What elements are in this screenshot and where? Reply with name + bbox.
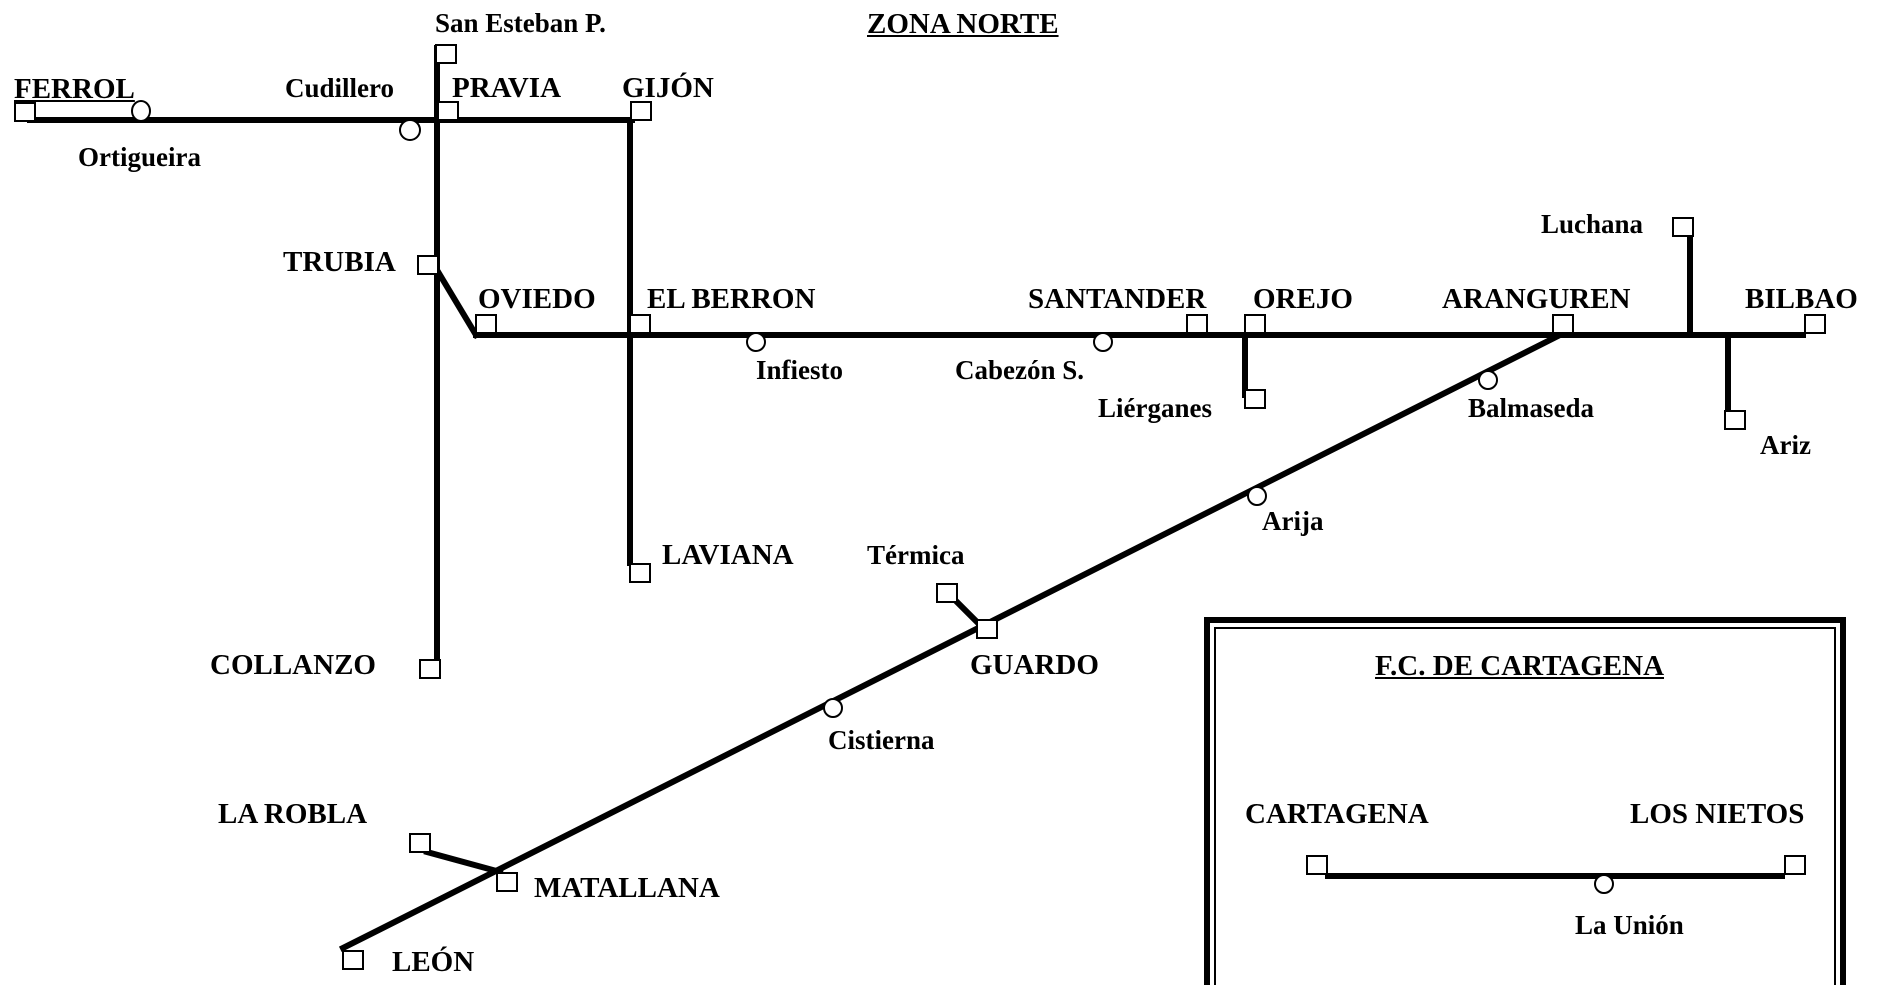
square-symbol [1672,217,1694,237]
square-symbol [1804,314,1826,334]
station-label-cistierna: Cistierna [828,725,935,755]
circle-symbol [131,100,151,122]
station-label-ferrol: FERROL [14,73,135,105]
station-label-matallana: MATALLANA [534,872,720,904]
station-label-cudillero: Cudillero [285,73,395,103]
circle-symbol [746,332,766,352]
square-symbol [342,950,364,970]
circle-symbol [1594,874,1614,894]
station-label-la-union: La Unión [1575,910,1684,940]
station-label-arija: Arija [1262,506,1324,536]
square-symbol [1186,314,1208,334]
square-symbol [409,833,431,853]
station-label-los-nietos: LOS NIETOS [1630,798,1805,830]
station-label-trubia: TRUBIA [283,246,396,278]
station-label-cartagena: CARTAGENA [1245,798,1429,830]
square-symbol [1552,314,1574,334]
square-symbol [1244,389,1266,409]
station-label-el-berron: EL BERRON [647,283,816,315]
station-label-balmaseda: Balmaseda [1468,393,1595,423]
station-label-guardo: GUARDO [970,649,1099,681]
station-label-pravia: PRAVIA [452,72,562,104]
station-label-bilbao: BILBAO [1745,283,1858,315]
circle-symbol [1093,332,1113,352]
square-symbol [496,872,518,892]
square-symbol [1784,855,1806,875]
square-symbol [435,44,457,64]
square-symbol [1724,410,1746,430]
station-label-luchana: Luchana [1541,209,1644,239]
square-symbol [417,255,439,275]
inset-cartagena-frame [1204,617,1846,985]
track-trubia-oviedo [432,265,481,340]
station-label-san-esteban: San Esteban P. [435,8,606,38]
square-symbol [976,619,998,639]
station-label-aranguren: ARANGUREN [1442,283,1631,315]
square-symbol [630,101,652,121]
station-label-laviana: LAVIANA [662,539,794,571]
square-symbol [437,101,459,121]
station-label-termica: Térmica [867,540,965,570]
circle-symbol [399,119,421,141]
square-symbol [419,659,441,679]
circle-symbol [1478,370,1498,390]
station-label-gijon: GIJÓN [622,72,714,104]
square-symbol [1244,314,1266,334]
square-symbol [14,102,36,122]
station-label-cabezon: Cabezón S. [955,355,1085,385]
circle-symbol [1247,486,1267,506]
circle-symbol [823,698,843,718]
station-label-leon: LEÓN [392,946,475,978]
square-symbol [1306,855,1328,875]
station-label-ariz: Ariz [1760,430,1811,460]
map-title: ZONA NORTE [867,8,1059,40]
station-label-collanzo: COLLANZO [210,649,376,681]
station-label-infiesto: Infiesto [756,355,843,385]
station-label-orejo: OREJO [1253,283,1353,315]
square-symbol [629,563,651,583]
station-label-la-robla: LA ROBLA [218,798,368,830]
square-symbol [936,583,958,603]
station-label-ortigueira: Ortigueira [78,142,201,172]
station-label-santander: SANTANDER [1028,283,1207,315]
track-aranguren-leon [338,330,1565,953]
station-label-oviedo: OVIEDO [478,283,596,315]
square-symbol [629,314,651,334]
inset-title: F.C. DE CARTAGENA [1375,650,1665,682]
track-la-robla-matallana [423,848,504,876]
square-symbol [475,314,497,334]
station-label-lierganes: Liérganes [1098,393,1212,423]
